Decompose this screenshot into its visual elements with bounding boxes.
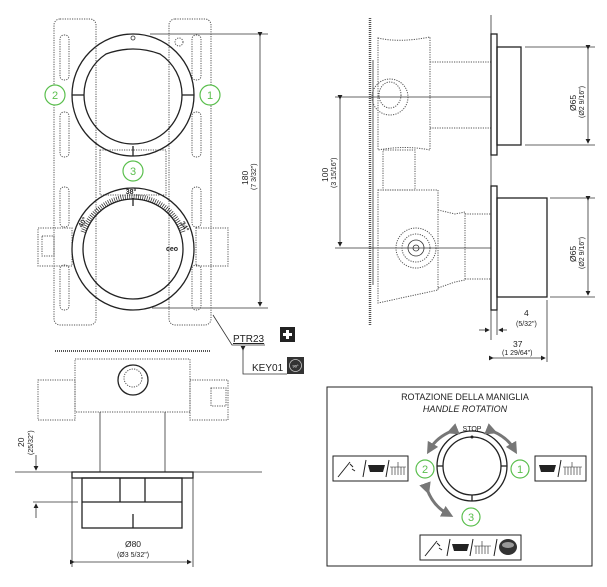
outlets-handshower-bath-shower-icon xyxy=(332,455,409,482)
wall-dimension: 20 xyxy=(16,437,26,447)
knob-bottom-profile xyxy=(81,477,183,529)
svg-text:2: 2 xyxy=(422,464,428,476)
bottom-view: 20 (25/32") Ø80 (Ø3 5/32") xyxy=(15,350,262,567)
diverter-knob-outer xyxy=(71,33,195,157)
flange-dimension: 4 xyxy=(524,308,529,318)
bottom-diameter-dimension: Ø65 xyxy=(568,246,578,262)
part-code-key01: KEY01 xyxy=(252,363,284,374)
svg-text:(Ø2 9/16"): (Ø2 9/16") xyxy=(579,237,586,269)
rotation-arrow-icon xyxy=(426,423,460,455)
rotation-arrow-icon xyxy=(419,481,454,517)
knob-bottom-side xyxy=(496,197,548,298)
height-dimension: 180 xyxy=(240,171,250,185)
mounting-plate-right xyxy=(168,18,212,326)
legend-subtitle: HANDLE ROTATION xyxy=(423,404,508,414)
svg-text:(Ø3 5/32"): (Ø3 5/32") xyxy=(117,552,149,559)
svg-text:90°: 90° xyxy=(292,364,298,369)
side-view: 100 (3 15/16") Ø65 (Ø2 9/16") Ø65 (Ø2 9/… xyxy=(320,15,595,362)
knob-mark: ceo xyxy=(166,246,178,253)
svg-text:(25/32"): (25/32") xyxy=(28,430,35,455)
part-code-ptr23: PTR23 xyxy=(233,334,265,345)
outlets-handshower-bath-shower-aux-icon xyxy=(419,534,522,561)
svg-text:(5/32"): (5/32") xyxy=(516,321,537,328)
position-marker-2: 2 xyxy=(44,84,66,106)
svg-text:(1 29/64"): (1 29/64") xyxy=(502,350,533,357)
knob-top-side xyxy=(496,46,522,146)
position-marker-1: 1 xyxy=(199,84,221,106)
spacing-dimension: 100 xyxy=(320,168,330,182)
svg-text:1: 1 xyxy=(207,90,213,102)
svg-text:3: 3 xyxy=(468,512,474,524)
depth-dimension: 37 xyxy=(513,339,523,349)
thermostatic-knob-outer xyxy=(71,187,195,311)
handle-rotation-legend: ROTAZIONE DELLA MANIGLIA HANDLE ROTATION… xyxy=(326,386,593,567)
svg-text:(Ø2 9/16"): (Ø2 9/16") xyxy=(579,86,586,118)
top-diameter-dimension: Ø65 xyxy=(568,95,578,111)
scale-label: 40° xyxy=(77,216,89,229)
diverter-knob-inner xyxy=(83,48,183,145)
flange-bottom xyxy=(490,185,498,311)
legend-position-3: 3 xyxy=(461,507,481,527)
legend-title: ROTAZIONE DELLA MANIGLIA xyxy=(401,392,529,402)
legend-position-2: 2 xyxy=(415,459,435,479)
outlets-bath-shower-icon xyxy=(534,455,587,482)
front-view: 38° 40° 34° ceo 2 1 3 180 (7 3/32") PTR2… xyxy=(37,18,304,375)
flange-top xyxy=(490,33,498,156)
position-marker-3: 3 xyxy=(122,160,144,182)
svg-text:2: 2 xyxy=(52,90,58,102)
svg-text:1: 1 xyxy=(517,464,523,476)
scale-label: 38° xyxy=(126,188,137,196)
mounting-plate-left xyxy=(53,18,97,326)
stop-label: STOP xyxy=(463,426,482,433)
svg-text:3: 3 xyxy=(130,166,136,178)
legend-position-1: 1 xyxy=(510,459,530,479)
diameter-dimension: Ø80 xyxy=(125,539,141,549)
rotation-arrow-icon xyxy=(484,423,518,455)
height-dimension-inch: (7 3/32") xyxy=(251,163,258,190)
spacing-dimension-inch: (3 15/16") xyxy=(331,157,338,188)
